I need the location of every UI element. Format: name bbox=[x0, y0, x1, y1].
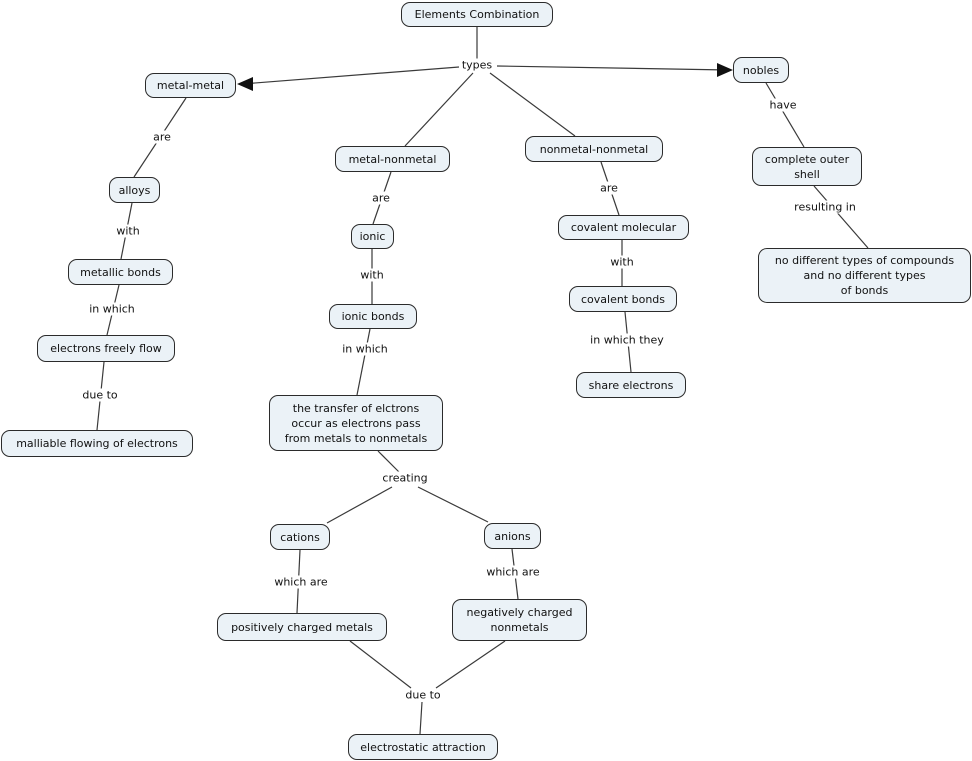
link-label-types[interactable]: types bbox=[459, 58, 495, 72]
link-label-in-which-left[interactable]: in which bbox=[87, 302, 137, 316]
concept-node-positively-charged-metals[interactable]: positively charged metals bbox=[217, 613, 387, 641]
link-label-are-left[interactable]: are bbox=[151, 130, 173, 144]
link-label-due-to-bottom[interactable]: due to bbox=[403, 688, 443, 702]
concept-node-cations[interactable]: cations bbox=[270, 524, 330, 550]
concept-node-alloys[interactable]: alloys bbox=[109, 177, 160, 203]
concept-node-ionic-bonds[interactable]: ionic bonds bbox=[329, 304, 417, 329]
concept-node-electrons-freely-flow[interactable]: electrons freely flow bbox=[37, 335, 175, 362]
connector-line bbox=[404, 72, 474, 147]
link-label-in-which-they[interactable]: in which they bbox=[588, 333, 666, 347]
concept-node-no-different-types[interactable]: no different types of compounds and no d… bbox=[758, 248, 971, 303]
link-label-creating[interactable]: creating bbox=[380, 471, 430, 485]
connector-line bbox=[435, 640, 506, 689]
link-label-with-left[interactable]: with bbox=[114, 224, 142, 238]
connector-line bbox=[813, 185, 869, 249]
link-label-are-right[interactable]: are bbox=[598, 181, 620, 195]
concept-node-anions[interactable]: anions bbox=[484, 523, 541, 549]
concept-node-metallic-bonds[interactable]: metallic bonds bbox=[68, 259, 173, 285]
arrow-to-metal-metal bbox=[237, 77, 253, 91]
concept-node-share-electrons[interactable]: share electrons bbox=[576, 372, 686, 398]
connector-line bbox=[419, 701, 423, 735]
link-label-which-are-left[interactable]: which are bbox=[272, 575, 330, 589]
concept-node-transfer-of-electrons[interactable]: the transfer of elctrons occur as electr… bbox=[269, 395, 443, 451]
link-label-resulting-in[interactable]: resulting in bbox=[792, 200, 858, 214]
link-label-due-to-left[interactable]: due to bbox=[80, 388, 120, 402]
concept-node-metal-nonmetal[interactable]: metal-nonmetal bbox=[335, 146, 450, 172]
link-label-with-mid[interactable]: with bbox=[358, 268, 386, 282]
link-label-in-which-mid[interactable]: in which bbox=[340, 342, 390, 356]
concept-node-covalent-molecular[interactable]: covalent molecular bbox=[558, 215, 689, 240]
concept-node-nonmetal-nonmetal[interactable]: nonmetal-nonmetal bbox=[525, 136, 663, 162]
connector-line bbox=[349, 640, 412, 689]
concept-node-malliable-flowing[interactable]: malliable flowing of electrons bbox=[1, 430, 193, 457]
concept-node-elements-combination[interactable]: Elements Combination bbox=[401, 2, 553, 27]
connector-line bbox=[241, 66, 460, 85]
connector-line bbox=[326, 486, 393, 524]
concept-node-covalent-bonds[interactable]: covalent bonds bbox=[569, 286, 677, 312]
arrow-to-nobles bbox=[717, 63, 733, 77]
connector-line bbox=[377, 450, 401, 474]
connector-line bbox=[417, 486, 489, 523]
connector-line bbox=[496, 65, 729, 71]
link-label-which-are-right[interactable]: which are bbox=[484, 565, 542, 579]
link-label-with-right[interactable]: with bbox=[608, 255, 636, 269]
concept-node-ionic[interactable]: ionic bbox=[351, 224, 394, 249]
concept-node-complete-outer-shell[interactable]: complete outer shell bbox=[752, 147, 862, 186]
concept-node-negatively-charged-nonmetals[interactable]: negatively charged nonmetals bbox=[452, 599, 587, 641]
link-label-have[interactable]: have bbox=[767, 98, 799, 112]
connector-line bbox=[489, 72, 576, 137]
concept-node-nobles[interactable]: nobles bbox=[733, 57, 789, 83]
concept-node-electrostatic-attraction[interactable]: electrostatic attraction bbox=[348, 734, 498, 760]
connector-line bbox=[765, 82, 805, 148]
concept-node-metal-metal[interactable]: metal-metal bbox=[145, 73, 236, 98]
link-label-are-mid[interactable]: are bbox=[370, 191, 392, 205]
connector-line bbox=[356, 328, 371, 396]
